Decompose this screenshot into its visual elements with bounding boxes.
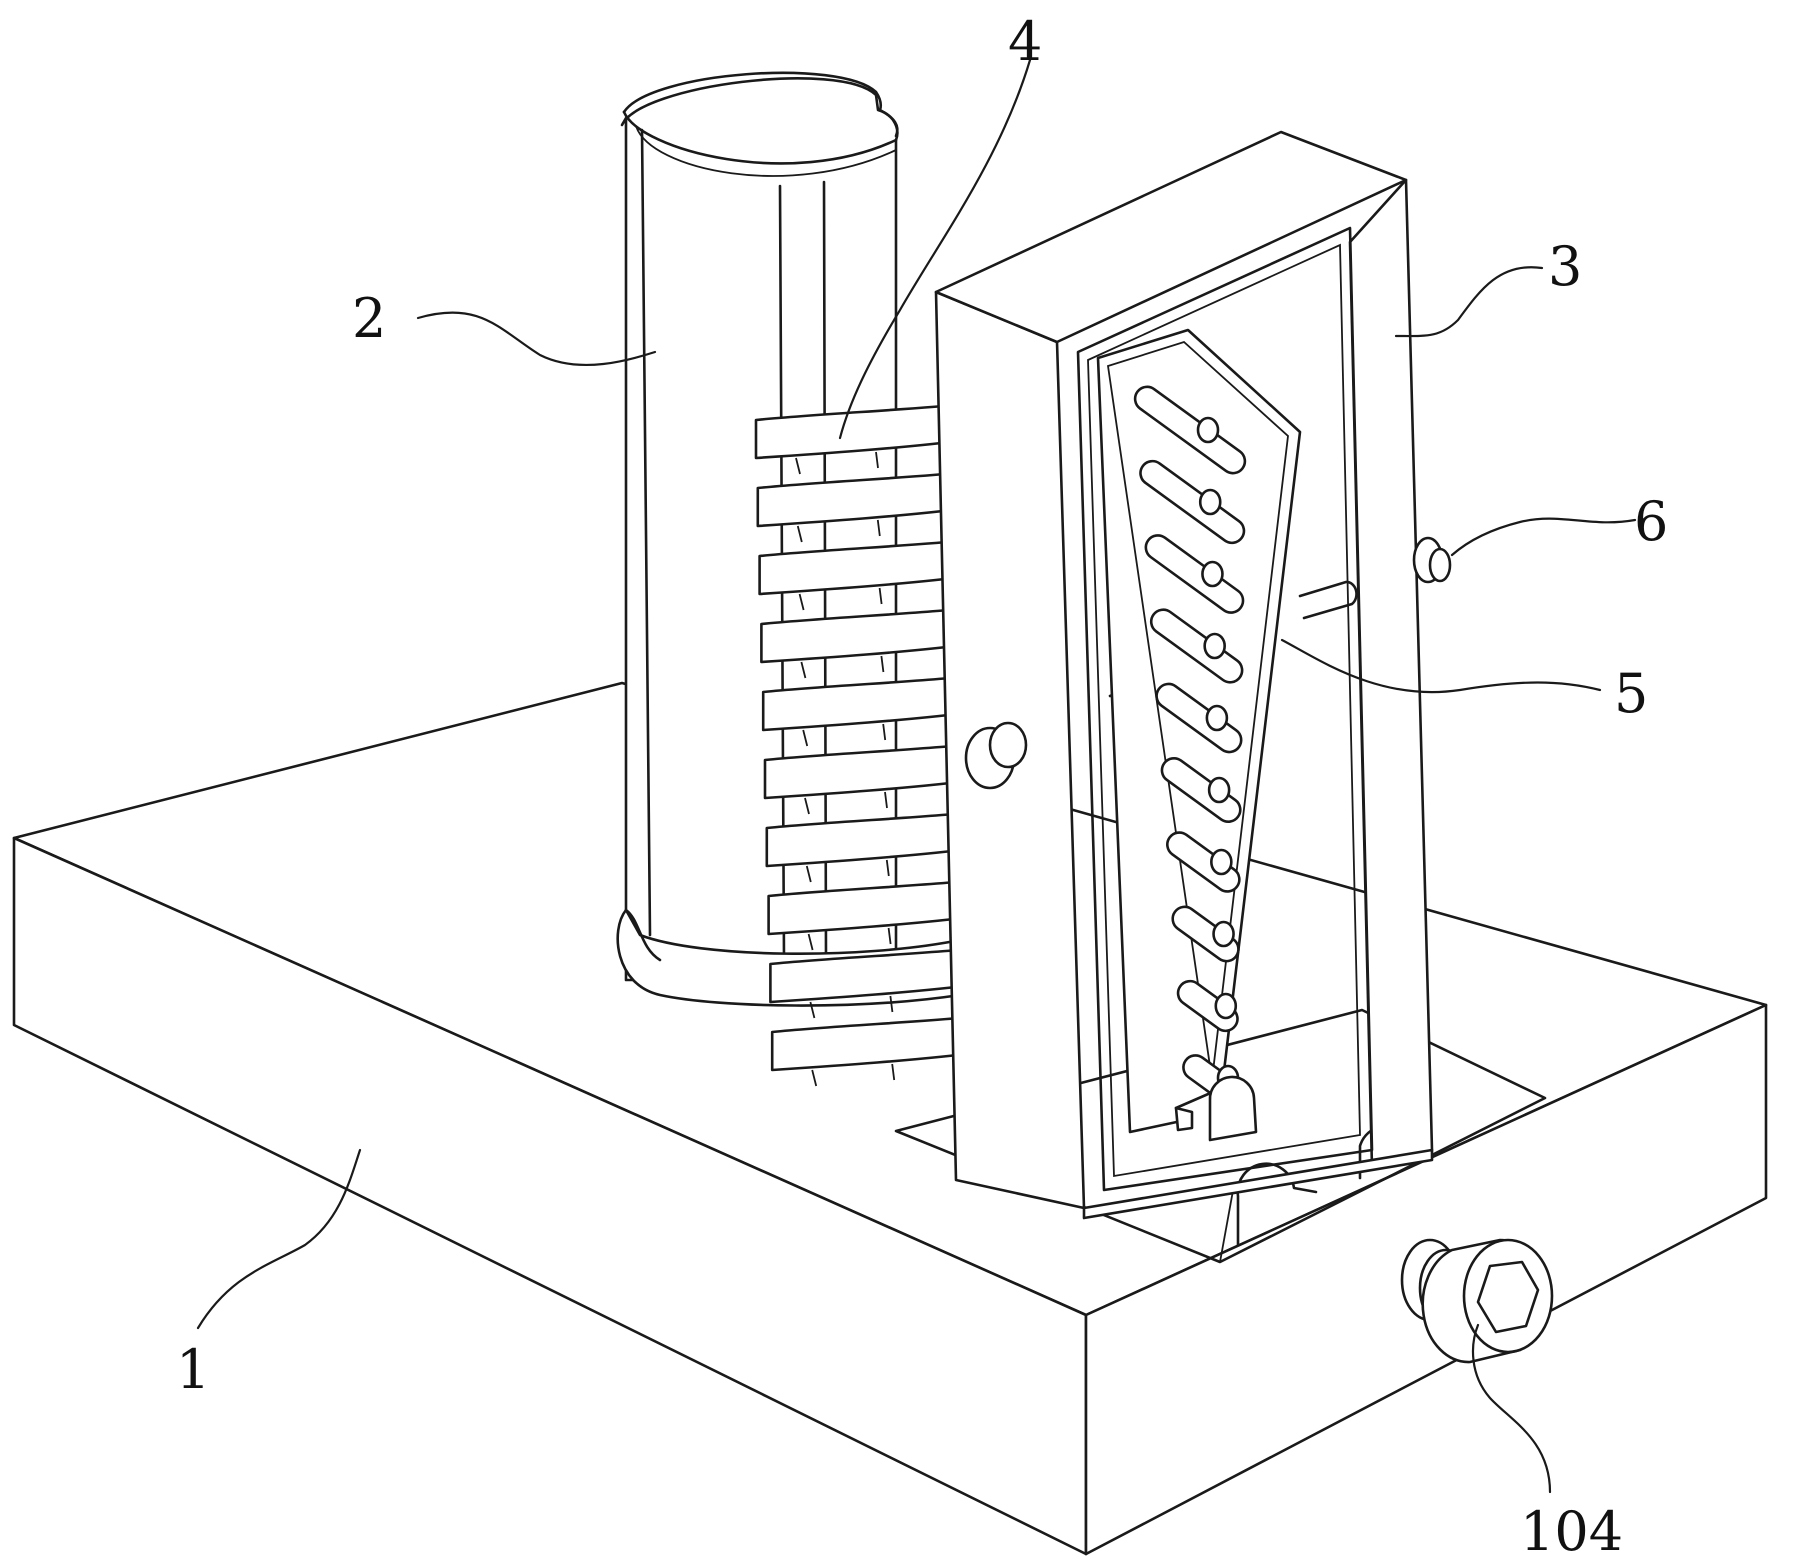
label-rings: 4 — [1008, 10, 1042, 73]
plate-slot — [1160, 756, 1242, 824]
plate-slot — [1166, 831, 1241, 893]
label-hex-bolt: 104 — [1520, 1500, 1623, 1563]
plate-slot — [1144, 534, 1245, 614]
plate-slot — [1139, 459, 1246, 545]
rectangular-frame — [934, 130, 1434, 1220]
label-frame: 3 — [1548, 235, 1582, 298]
hex-bolt — [1400, 1238, 1554, 1364]
label-plate: 5 — [1614, 662, 1648, 725]
plate-slot — [1155, 682, 1243, 754]
ring — [761, 674, 975, 747]
plate-slots — [1133, 385, 1247, 1102]
side-bolt — [1412, 536, 1452, 584]
plate-slot — [1176, 979, 1239, 1033]
slotted-plate — [1096, 328, 1302, 1142]
leader-lines — [196, 58, 1637, 1494]
label-base: 1 — [176, 1338, 210, 1401]
label-side-bolt: 6 — [1634, 490, 1668, 553]
plate-slot — [1133, 385, 1247, 475]
plate-slot — [1171, 905, 1240, 963]
ring — [754, 402, 968, 475]
plate-slot — [1149, 608, 1244, 684]
label-column: 2 — [352, 287, 386, 350]
